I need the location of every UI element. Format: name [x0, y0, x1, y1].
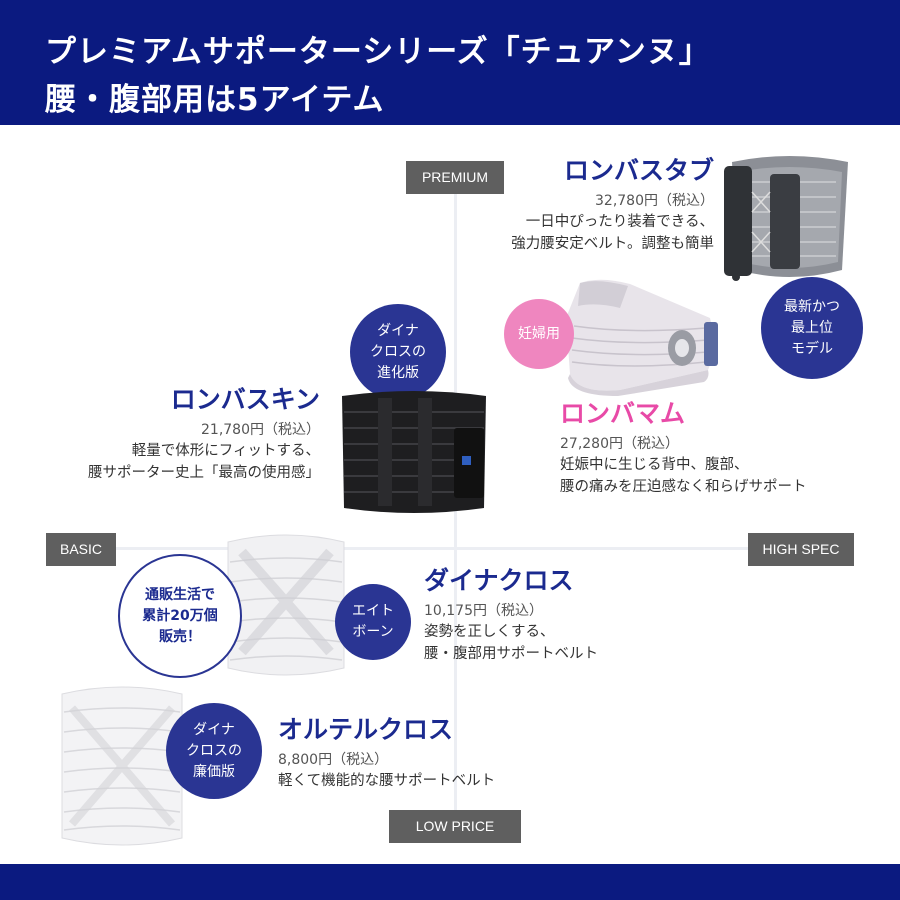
badge-cheaper-line1: ダイナ [193, 721, 235, 738]
badge-latest-line1: 最新かつ [784, 298, 840, 315]
footer-banner [0, 864, 900, 900]
badge-dynacross-cheaper: ダイナ クロスの 廉価版 [166, 703, 262, 799]
badge-latest-line2: 最上位 [791, 319, 833, 336]
axis-label-premium: PREMIUM [406, 161, 504, 194]
lonbamam-price: 27,280円（税込） [560, 436, 679, 452]
badge-eight-bone: エイト ボーン [335, 584, 411, 660]
dynacross-info: ダイナクロス 10,175円（税込） 姿勢を正しくする、 腰・腹部用サポートベル… [424, 565, 598, 665]
badge-sold-line1: 通販生活で [145, 586, 215, 603]
lonbasskin-name: ロンバスキン [170, 385, 320, 414]
badge-latest-line3: モデル [791, 340, 833, 357]
badge-dynacross-evolved: ダイナ クロスの 進化版 [350, 304, 446, 400]
orterucross-desc-line1: 軽くて機能的な腰サポートベルト [278, 773, 496, 789]
badge-evolved-line1: ダイナ [377, 322, 419, 339]
badge-sold-line2: 累計20万個 [142, 607, 218, 624]
lonbastab-price: 32,780円（税込） [595, 193, 714, 209]
lonbasskin-desc-line2: 腰サポーター史上「最高の使用感」 [88, 465, 320, 481]
lonbamam-info: ロンバマム 27,280円（税込） 妊娠中に生じる背中、腹部、 腰の痛みを圧迫感… [560, 398, 807, 498]
axis-label-basic: BASIC [46, 533, 116, 566]
badge-eightbone-line2: ボーン [352, 624, 394, 640]
badge-maternity-text: 妊婦用 [518, 325, 560, 342]
header-title-line2: 腰・腹部用は5アイテム [45, 82, 385, 118]
lonbasskin-desc-line1: 軽量で体形にフィットする、 [131, 443, 320, 459]
axis-label-high-spec: HIGH SPEC [748, 533, 854, 566]
lonbasskin-product-image [342, 391, 486, 513]
lonbastab-desc-line2: 強力腰安定ベルト。調整も簡単 [511, 236, 714, 252]
lonbastab-product-image [724, 156, 848, 281]
dynacross-desc-line1: 姿勢を正しくする、 [424, 624, 555, 640]
lonbasskin-price: 21,780円（税込） [201, 422, 320, 438]
lonbamam-product-image [566, 279, 718, 396]
badge-cheaper-line2: クロスの [186, 742, 242, 759]
badge-sold-line3: 販売！ [159, 628, 201, 645]
dynacross-product-image [227, 534, 345, 676]
lonbastab-info: ロンバスタブ 32,780円（税込） 一日中ぴったり装着できる、 強力腰安定ベル… [511, 155, 714, 255]
badge-eightbone-line1: エイト [352, 603, 394, 619]
orterucross-name: オルテルクロス [278, 715, 454, 744]
badge-sold-200k: 通販生活で 累計20万個 販売！ [118, 554, 242, 678]
badge-maternity: 妊婦用 [504, 299, 574, 369]
lonbamam-name: ロンバマム [560, 399, 686, 428]
dynacross-desc-line2: 腰・腹部用サポートベルト [424, 646, 598, 662]
badge-evolved-line3: 進化版 [377, 364, 419, 381]
orterucross-product-image [61, 686, 183, 846]
dynacross-name: ダイナクロス [424, 566, 574, 595]
lonbastab-desc-line1: 一日中ぴったり装着できる、 [525, 214, 714, 230]
axis-label-low-price: LOW PRICE [389, 810, 521, 843]
badge-cheaper-line3: 廉価版 [193, 763, 235, 780]
header-banner: プレミアムサポーターシリーズ「チュアンヌ」 腰・腹部用は5アイテム [0, 0, 900, 125]
dynacross-price: 10,175円（税込） [424, 603, 543, 619]
badge-latest-model: 最新かつ 最上位 モデル [761, 277, 863, 379]
lonbasskin-info: ロンバスキン 21,780円（税込） 軽量で体形にフィットする、 腰サポーター史… [88, 384, 320, 484]
orterucross-info: オルテルクロス 8,800円（税込） 軽くて機能的な腰サポートベルト [278, 714, 495, 792]
header-title-line1: プレミアムサポーターシリーズ「チュアンヌ」 [45, 34, 711, 70]
horizontal-axis-line [90, 547, 780, 550]
orterucross-price: 8,800円（税込） [278, 752, 389, 768]
lonbastab-name: ロンバスタブ [563, 156, 714, 185]
badge-evolved-line2: クロスの [370, 343, 426, 360]
lonbamam-desc-line2: 腰の痛みを圧迫感なく和らげサポート [560, 479, 807, 495]
lonbamam-desc-line1: 妊娠中に生じる背中、腹部、 [560, 457, 749, 473]
